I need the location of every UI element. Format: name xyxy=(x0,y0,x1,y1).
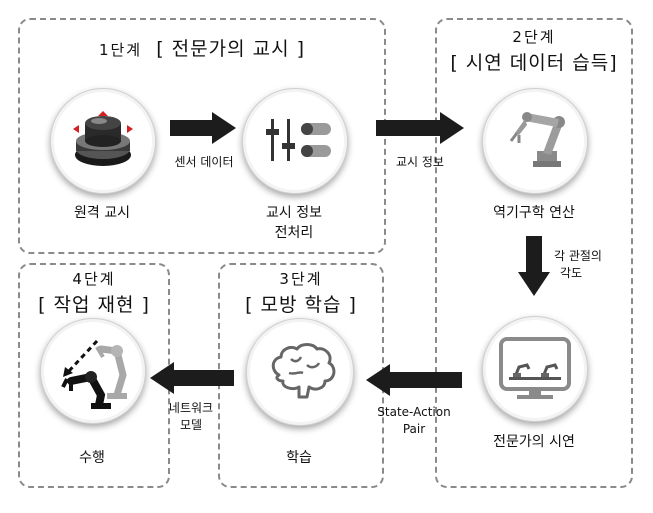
arrow-teaching-info xyxy=(376,112,464,144)
learning-node xyxy=(246,318,354,426)
sensor-data-label: 센서 데이터 xyxy=(174,155,234,169)
brain-icon xyxy=(271,343,336,399)
teaching-info-label: 교시 정보 xyxy=(396,155,444,169)
remote-teaching-label: 원격 교시 xyxy=(74,205,130,221)
network-model-label: 네트워크 모델 xyxy=(156,400,226,434)
arrow-joint-angle xyxy=(518,236,550,296)
preprocess-label-line2: 전처리 xyxy=(274,225,314,241)
execution-node xyxy=(40,318,146,424)
expert-demo-node xyxy=(482,316,588,422)
sliders-icon xyxy=(266,119,331,161)
robot-execution-icon xyxy=(61,339,127,409)
arrow-state-action xyxy=(366,364,462,396)
network-model-label-line2: 모델 xyxy=(179,418,203,432)
learning-label: 학습 xyxy=(286,450,312,466)
execution-label: 수행 xyxy=(79,450,105,466)
expert-demo-label: 전문가의 시연 xyxy=(493,434,575,450)
joint-angle-label-line2: 각도 xyxy=(560,266,583,280)
inverse-kinematics-node xyxy=(482,88,588,194)
preprocess-label-line1: 교시 정보 xyxy=(266,205,322,221)
stage2-step: 2단계 xyxy=(512,28,556,46)
stage2-box xyxy=(435,18,633,488)
joint-angle-label-line1: 각 관절의 xyxy=(554,249,602,263)
network-model-label-line1: 네트워크 xyxy=(168,401,214,415)
state-action-label: State-Action Pair xyxy=(366,404,462,438)
stage1-title: 1단계 [ 전문가의 교시 ] xyxy=(18,34,386,61)
joystick-icon xyxy=(73,111,133,166)
stage3-step: 3단계 xyxy=(279,270,323,288)
robot-arm-icon xyxy=(509,112,565,167)
stage3-heading: [ 모방 학습 ] xyxy=(245,294,357,316)
preprocess-node xyxy=(242,88,348,194)
monitor-robots-icon xyxy=(499,337,571,399)
joint-angle-label: 각 관절의 각도 xyxy=(554,248,624,282)
remote-teaching-node xyxy=(50,88,156,194)
state-action-label-line1: State-Action xyxy=(377,405,451,419)
stage4-step: 4단계 xyxy=(72,270,116,288)
stage4-heading: [ 작업 재현 ] xyxy=(38,294,150,316)
arrow-sensor-data xyxy=(170,112,236,144)
stage1-step: 1단계 xyxy=(98,41,143,59)
inverse-kinematics-label: 역기구학 연산 xyxy=(493,205,575,221)
arrow-network-model xyxy=(150,362,234,394)
state-action-label-line2: Pair xyxy=(402,422,426,436)
stage1-heading: [ 전문가의 교시 ] xyxy=(156,38,306,60)
stage2-heading: [ 시연 데이터 습득] xyxy=(450,52,618,74)
preprocess-label: 교시 정보 전처리 xyxy=(232,203,356,243)
